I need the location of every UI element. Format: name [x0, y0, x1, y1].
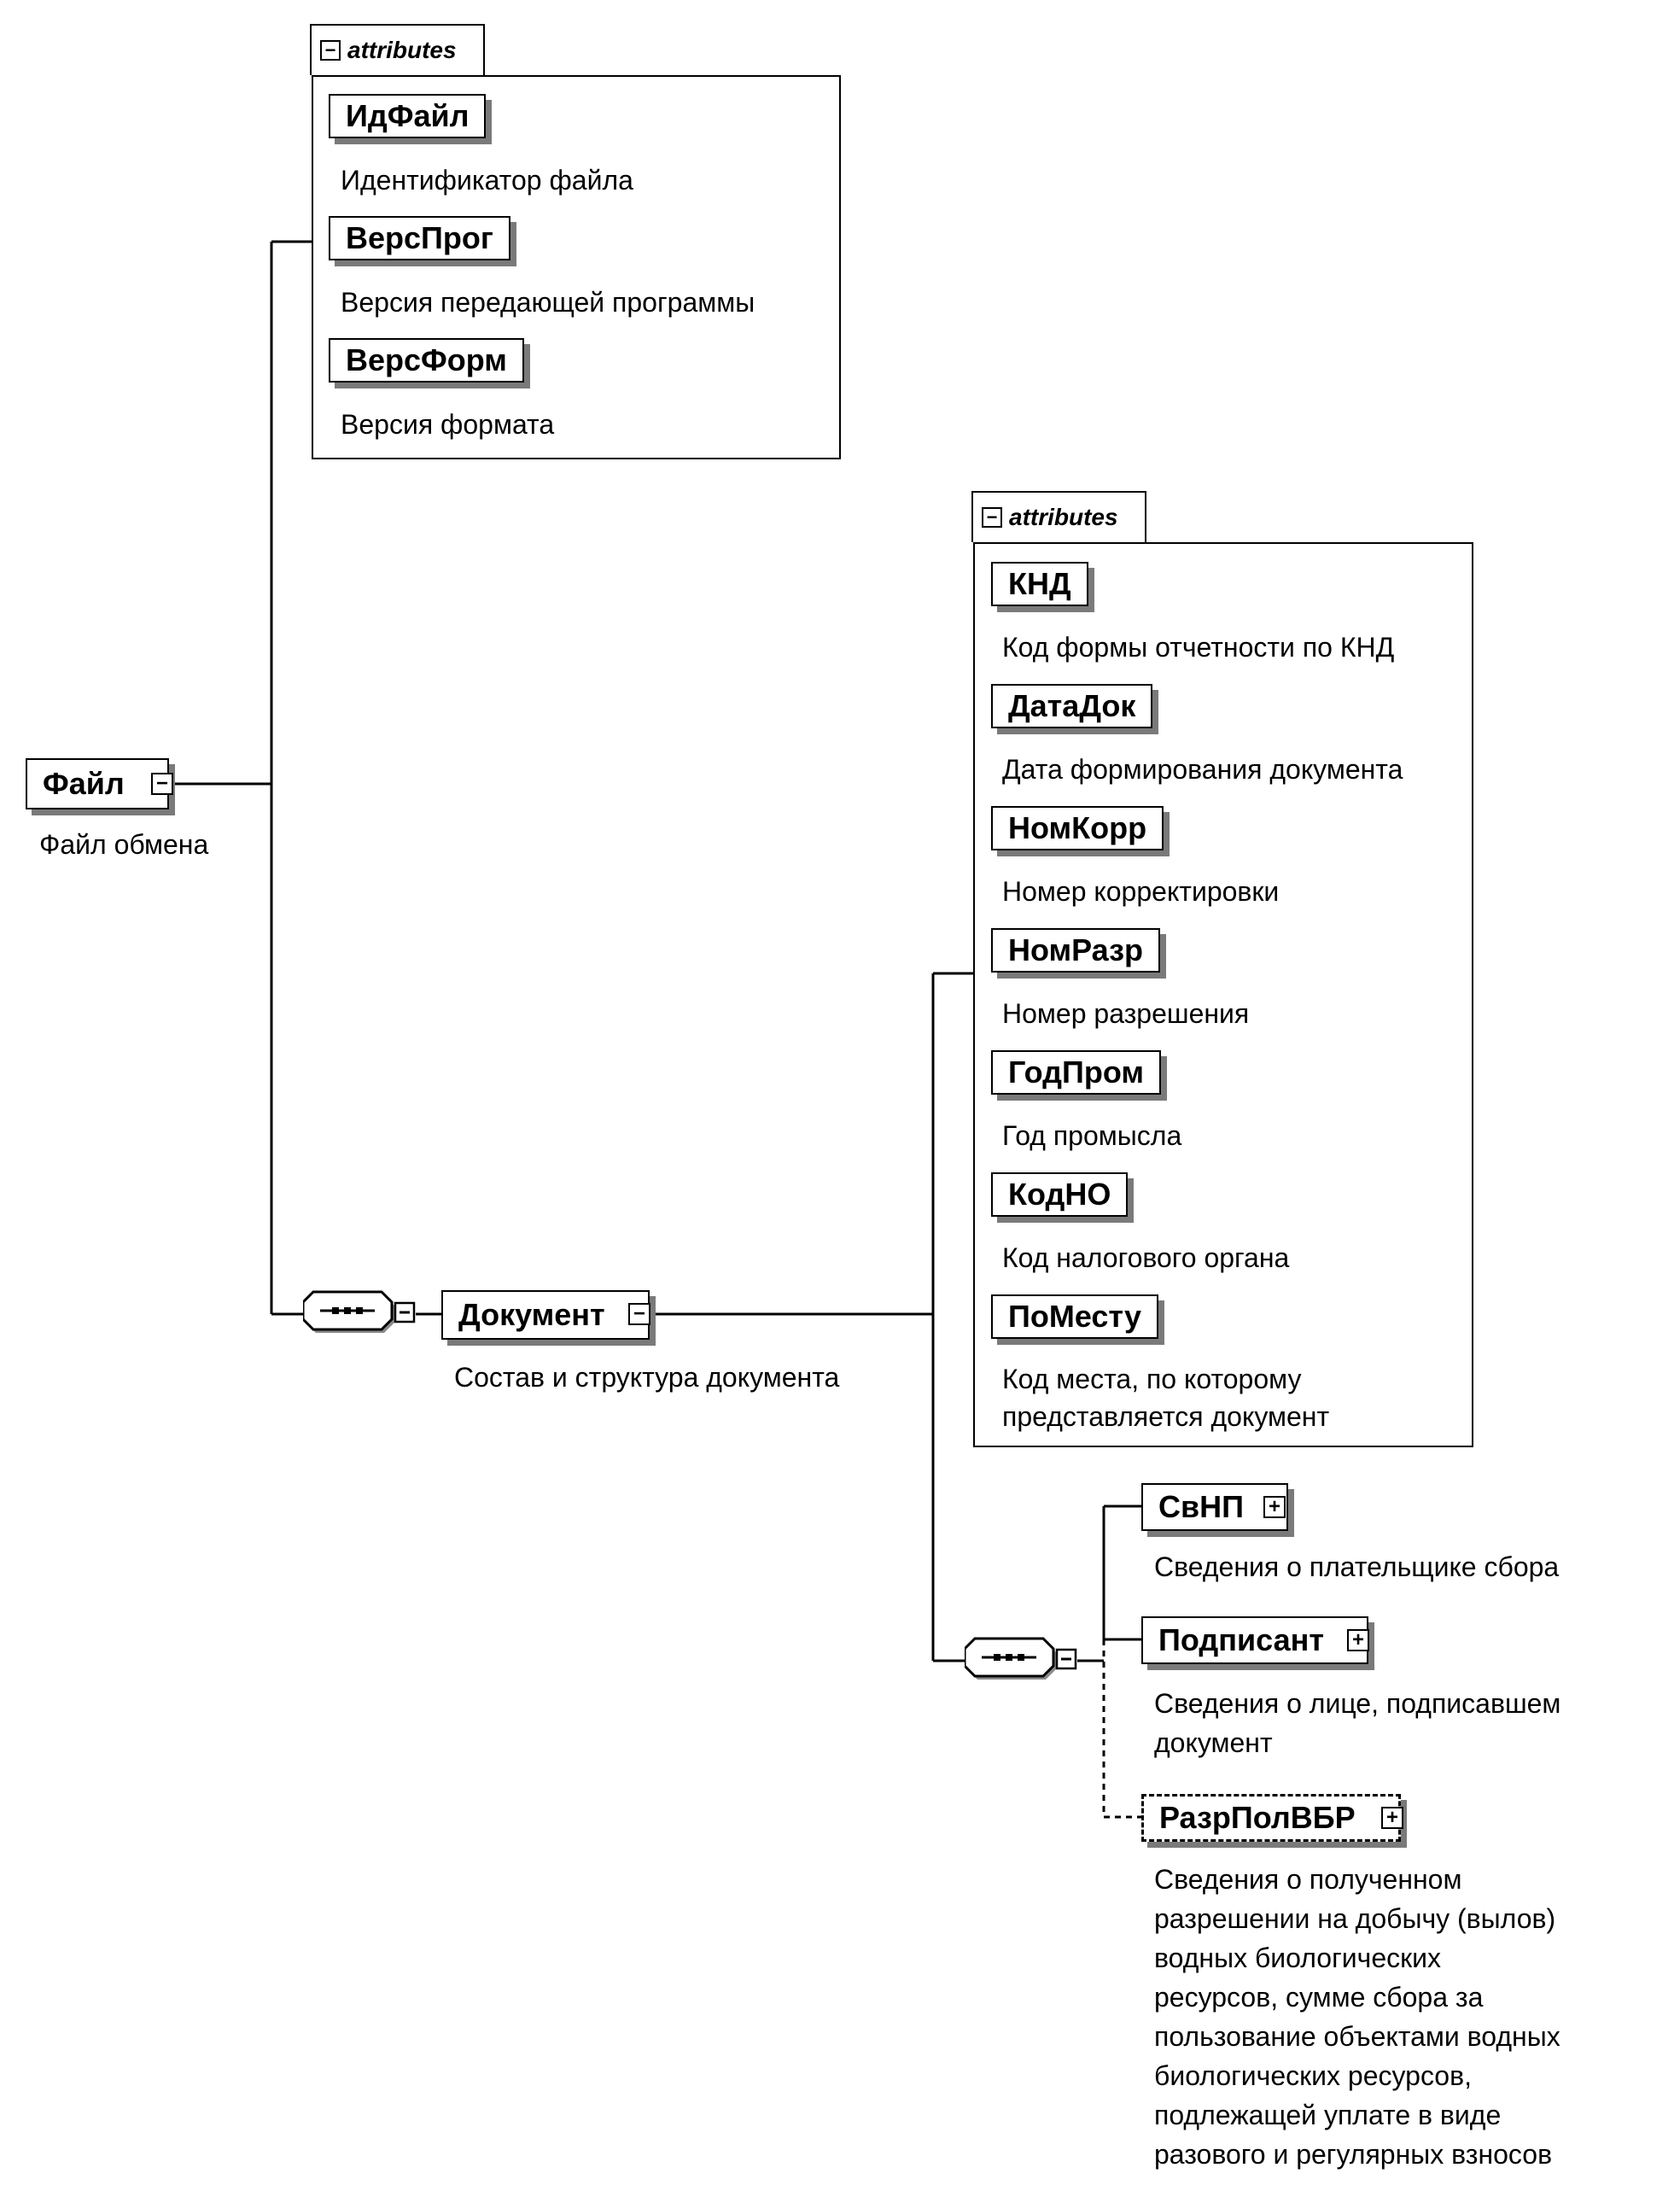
child-element-node[interactable]: Подписант [1141, 1616, 1368, 1664]
attribute-desc: Версия передающей программы [341, 287, 755, 318]
collapse-toggle-icon[interactable]: − [628, 1303, 650, 1325]
sequence-compositor-icon[interactable] [303, 1287, 423, 1341]
root-element-label: Файл [43, 766, 125, 801]
attribute-desc: представляется документ [1002, 1401, 1330, 1432]
child-element-desc: документ [1154, 1727, 1273, 1758]
sequence-compositor-icon[interactable] [965, 1633, 1084, 1688]
attribute-desc: Код места, по которому [1002, 1364, 1302, 1394]
root-element-desc: Файл обмена [39, 829, 209, 860]
attribute-desc: Версия формата [341, 409, 555, 440]
collapse-toggle-icon[interactable]: − [151, 773, 173, 795]
child-element-desc: ресурсов, сумме сбора за [1154, 1982, 1484, 2013]
attribute-desc: Год промысла [1002, 1120, 1182, 1151]
file-attributes-group [312, 75, 841, 459]
optional-child-element-node[interactable]: РазрПолВБР [1141, 1794, 1401, 1842]
child-element-desc: разового и регулярных взносов [1154, 2139, 1553, 2170]
attribute-desc: Дата формирования документа [1002, 754, 1403, 785]
attribute-node[interactable]: ИдФайл [329, 94, 487, 138]
attribute-desc: Идентификатор файла [341, 165, 633, 196]
attribute-node[interactable]: КНД [991, 562, 1088, 606]
expand-toggle-icon[interactable]: + [1347, 1629, 1369, 1651]
child-element-desc: Сведения о плательщике сбора [1154, 1551, 1560, 1582]
attribute-node[interactable]: НомРазр [991, 928, 1161, 973]
attributes-tab-label: attributes [1009, 504, 1118, 530]
child-element-desc: подлежащей уплате в виде [1154, 2100, 1502, 2130]
attribute-node[interactable]: ВерсФорм [329, 338, 524, 383]
attribute-desc: Номер разрешения [1002, 998, 1250, 1029]
expand-toggle-icon[interactable]: + [1381, 1807, 1403, 1829]
collapse-icon[interactable]: − [982, 507, 1002, 528]
child-element-desc: Сведения о полученном [1154, 1864, 1462, 1895]
attribute-desc: Код налогового органа [1002, 1242, 1290, 1273]
expand-toggle-icon[interactable]: + [1263, 1496, 1286, 1518]
attribute-node[interactable]: НомКорр [991, 806, 1164, 850]
document-element-desc: Состав и структура документа [454, 1362, 840, 1393]
attribute-node[interactable]: ГодПром [991, 1050, 1161, 1095]
child-element-desc: Сведения о лице, подписавшем [1154, 1688, 1561, 1719]
collapse-icon[interactable]: − [320, 40, 341, 61]
attribute-node[interactable]: КодНО [991, 1172, 1129, 1217]
attributes-tab-label: attributes [347, 37, 457, 63]
attribute-desc: Код формы отчетности по КНД [1002, 632, 1395, 663]
child-element-desc: разрешении на добычу (вылов) [1154, 1903, 1556, 1934]
attribute-node[interactable]: ВерсПрог [329, 216, 510, 260]
child-element-desc: пользование объектами водных [1154, 2021, 1560, 2052]
document-element-node[interactable]: Документ [441, 1290, 650, 1340]
attribute-node[interactable]: ДатаДок [991, 684, 1153, 728]
document-element-label: Документ [458, 1297, 605, 1332]
child-element-desc: водных биологических [1154, 1943, 1441, 1973]
attribute-node[interactable]: ПоМесту [991, 1294, 1158, 1339]
root-element-node[interactable]: Файл [26, 758, 169, 809]
attribute-desc: Номер корректировки [1002, 876, 1280, 907]
child-element-desc: биологических ресурсов, [1154, 2060, 1472, 2091]
